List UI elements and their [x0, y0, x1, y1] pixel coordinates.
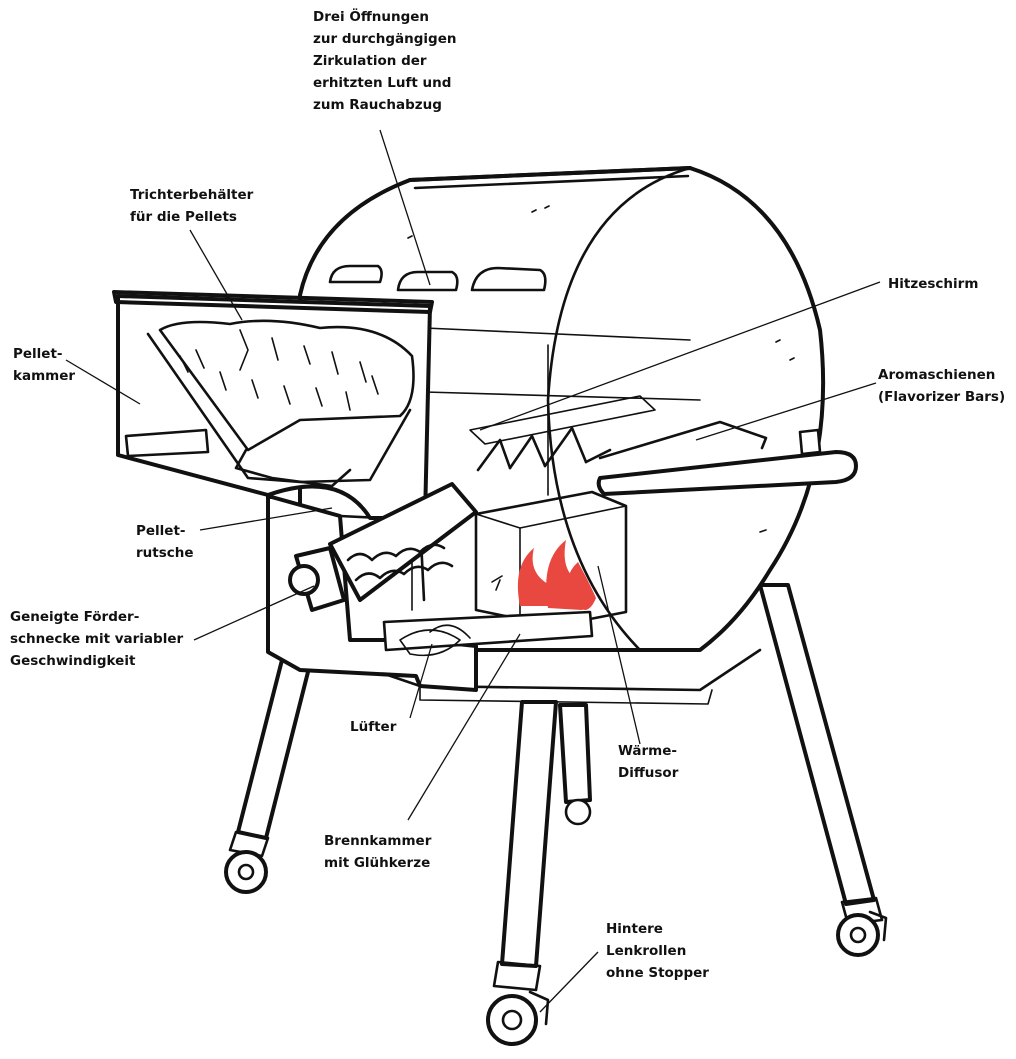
left-front-leg: [226, 660, 310, 892]
middle-rear-leg: [560, 705, 590, 824]
label-flavorizer-bars: Aromaschienen (Flavorizer Bars): [878, 364, 1005, 408]
right-rear-leg: [760, 585, 886, 955]
label-pellet-chamber: Pellet- kammer: [13, 343, 75, 387]
label-hopper: Trichterbehälter für die Pellets: [130, 184, 253, 228]
label-diffuser: Wärme- Diffusor: [618, 740, 678, 784]
label-fan: Lüfter: [350, 716, 396, 738]
label-pellet-chute: Pellet- rutsche: [136, 520, 194, 564]
vent-2: [398, 272, 457, 290]
label-heat-shield: Hitzeschirm: [888, 273, 978, 295]
pellet-hopper: [114, 292, 432, 518]
label-auger: Geneigte Förder- schnecke mit variabler …: [10, 606, 183, 672]
casters-leader: [540, 952, 598, 1012]
label-vents: Drei Öffnungen zur durchgängigen Zirkula…: [313, 6, 456, 116]
right-front-leg: [488, 702, 556, 1044]
label-casters: Hintere Lenkrollen ohne Stopper: [606, 918, 709, 984]
vent-1: [330, 266, 382, 282]
label-firepot: Brennkammer mit Glühkerze: [324, 830, 431, 874]
vent-3: [472, 268, 545, 290]
